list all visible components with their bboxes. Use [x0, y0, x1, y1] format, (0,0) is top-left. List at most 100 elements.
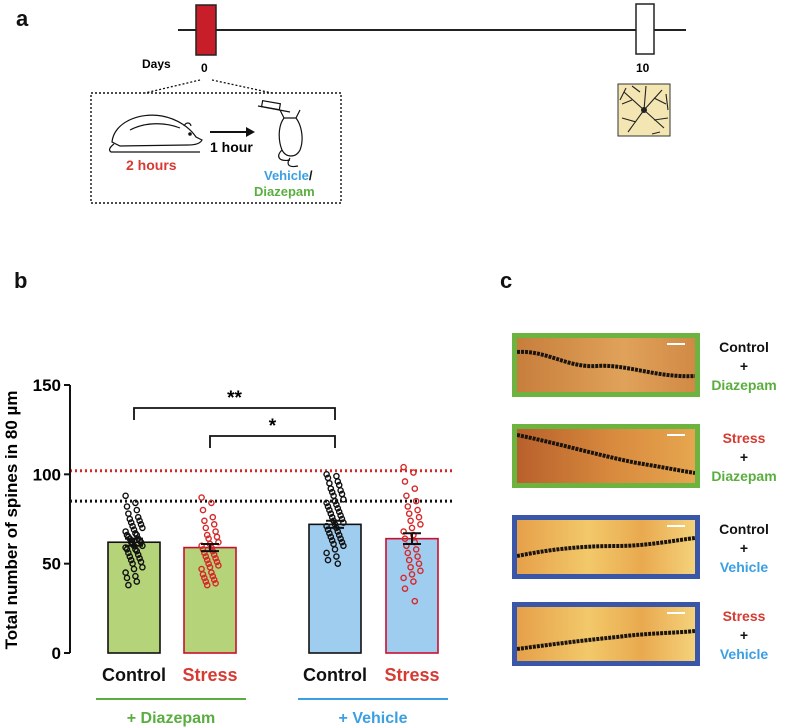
data-point: [415, 513, 423, 521]
x-category-label: Control: [102, 665, 166, 685]
data-point: [333, 553, 340, 560]
data-point: [412, 546, 420, 553]
data-point: [205, 560, 212, 567]
data-point: [407, 517, 414, 525]
stress-duration-label: 2 hours: [126, 157, 177, 173]
data-point: [126, 553, 134, 560]
bar-control: [308, 523, 362, 654]
data-point: [126, 515, 134, 523]
y-tick-label: 50: [42, 555, 61, 574]
y-tick-label: 100: [33, 465, 61, 484]
data-point: [202, 524, 210, 532]
micrograph-control-diazepam: [512, 333, 700, 397]
x-category-label: Stress: [182, 665, 237, 685]
plus-label: +: [739, 449, 749, 465]
data-point: [335, 531, 343, 539]
data-point: [337, 535, 344, 542]
micrograph-stress-diazepam: [512, 424, 700, 488]
data-point: [407, 563, 414, 571]
data-point: [127, 519, 135, 526]
dendrite-image: [517, 343, 695, 379]
data-point: [199, 571, 207, 578]
data-point: [335, 508, 343, 516]
data-point: [133, 578, 141, 585]
data-point: [210, 521, 218, 528]
data-point: [411, 485, 419, 492]
zoom-line-right: [211, 79, 273, 94]
group-label: + Diazepam: [127, 710, 215, 727]
data-point: [326, 506, 333, 514]
days-label: Days: [142, 57, 171, 71]
condition-label: Control: [719, 521, 769, 537]
data-point: [326, 529, 333, 537]
panel-label-c: c: [500, 268, 513, 293]
day10-marker: [635, 3, 655, 55]
data-point: [414, 506, 421, 514]
data-point: [334, 560, 342, 567]
data-point: [337, 512, 344, 519]
condition-label: Stress: [722, 608, 766, 624]
data-point: [134, 551, 142, 559]
data-point: [137, 521, 145, 528]
data-point: [201, 574, 208, 582]
data-point: [337, 487, 344, 494]
data-point: [203, 556, 211, 564]
data-point: [212, 580, 219, 587]
golgi-stain-thumbnail: [617, 83, 671, 137]
zoom-line-left: [144, 79, 201, 94]
data-point: [333, 472, 340, 480]
condition-label: Control: [719, 339, 769, 355]
data-point: [198, 494, 205, 501]
micrograph-label: Control+Vehicle: [698, 520, 790, 577]
data-point: [340, 496, 347, 503]
data-point: [331, 497, 339, 505]
data-point: [133, 506, 141, 514]
data-point: [210, 576, 218, 584]
data-point: [334, 478, 342, 485]
data-point: [199, 506, 207, 514]
panel-label-a: a: [16, 6, 29, 31]
micrograph-label: Control+Diazepam: [698, 338, 790, 395]
data-point: [122, 492, 129, 500]
data-point: [411, 597, 419, 605]
data-point: [201, 517, 208, 525]
data-point: [414, 553, 421, 560]
significance-label: *: [269, 416, 277, 437]
y-tick-label: 150: [33, 376, 61, 395]
data-point: [327, 533, 335, 541]
dendrite-image: [517, 433, 695, 475]
data-point: [209, 572, 217, 580]
data-point: [215, 562, 222, 569]
data-point: [127, 556, 135, 564]
data-point: [139, 563, 146, 571]
condition-label: Stress: [722, 430, 766, 446]
data-point: [408, 571, 416, 578]
day0-marker: [195, 4, 217, 56]
data-point: [208, 569, 215, 576]
spine-count-chart: Total number of spines in 80 µm 05010015…: [2, 376, 455, 727]
data-point: [129, 522, 136, 530]
significance-label: **: [227, 388, 242, 409]
dendrite-image: [517, 525, 695, 558]
data-point: [328, 488, 336, 496]
x-category-label: Control: [303, 665, 367, 685]
treatment-label: Diazepam: [711, 468, 777, 484]
micrograph-label: Stress + Diazepam: [698, 429, 790, 486]
data-point: [327, 485, 335, 492]
bar-stress: [183, 546, 237, 654]
data-point: [404, 503, 412, 510]
data-point: [139, 524, 146, 532]
data-point: [324, 556, 332, 564]
data-point: [136, 517, 143, 525]
data-point: [410, 578, 417, 585]
data-point: [130, 526, 138, 534]
data-point: [326, 479, 333, 487]
data-point: [132, 499, 139, 507]
data-point: [202, 578, 210, 585]
data-point: [134, 513, 142, 521]
day0-label: 0: [201, 61, 208, 75]
y-axis-label: Total number of spines in 80 µm: [2, 391, 21, 650]
micrograph-control-vehicle: [512, 515, 700, 579]
data-point: [213, 558, 221, 566]
data-point: [203, 581, 211, 589]
